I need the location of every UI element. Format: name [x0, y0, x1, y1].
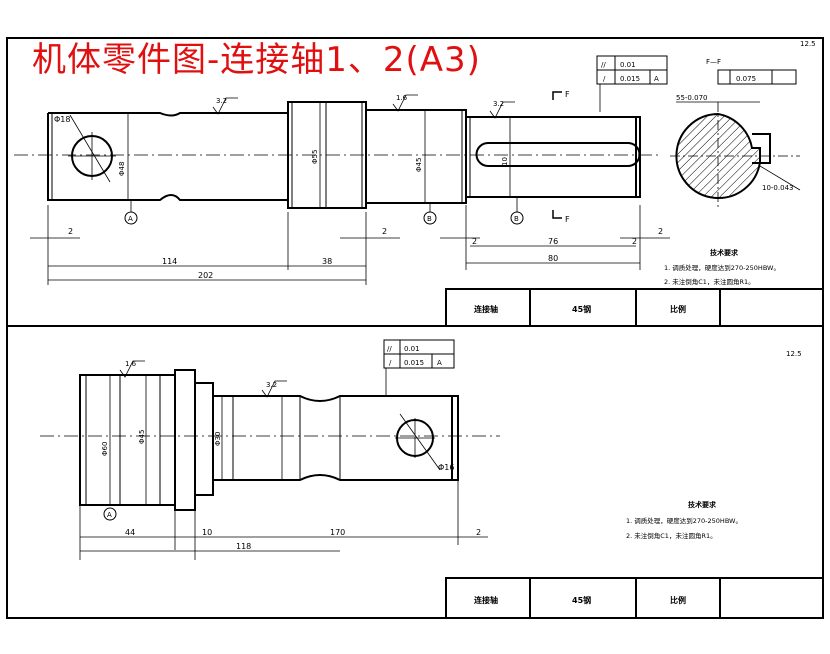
- sheet2-labels: 44 10 118 170 2 Φ16 Φ60 Φ45 Φ30 1.6 3.2 …: [101, 345, 802, 605]
- dim-left-gap: 2: [68, 227, 73, 236]
- tb1-name: 连接轴: [474, 304, 498, 314]
- shaft1-left-body: [47, 112, 288, 201]
- dim-keyslot: 10: [501, 157, 509, 166]
- dim-gap-mid: 2: [382, 227, 387, 236]
- gdt1-sym: //: [601, 61, 606, 69]
- tech-title-2: 技术要求: [688, 500, 717, 509]
- dim-dia2: Φ45: [415, 158, 423, 172]
- gdt2a-val: 0.01: [404, 345, 420, 353]
- shaft2-collar: [174, 369, 196, 511]
- dim-202: 202: [198, 271, 213, 280]
- shaft1-right: [466, 116, 641, 198]
- dim-hole: Φ18: [54, 115, 70, 124]
- rough-3: 3.2: [493, 100, 504, 108]
- sheet1-labels: 2 114 38 202 2 76 80 2 2 2 Φ18 Φ48 Φ55 Φ…: [54, 40, 816, 314]
- rough2-2: 3.2: [266, 381, 277, 389]
- datum-a: A: [128, 215, 133, 223]
- sheet2-border: [6, 325, 824, 619]
- gdt1-val: 0.01: [620, 61, 636, 69]
- tb2-material: 45钢: [572, 595, 591, 605]
- gdt2b-val: 0.015: [404, 359, 424, 367]
- section-mark-top: F: [565, 90, 570, 99]
- dim2-170: 170: [330, 528, 345, 537]
- shaft2-step: [194, 382, 214, 496]
- drawing-title: 机体零件图-连接轴1、2(A3): [32, 40, 481, 80]
- gdt2b-datum: A: [437, 359, 442, 367]
- dim-gap-r2: 2: [632, 237, 637, 246]
- gdt2a-sym: //: [387, 345, 392, 353]
- rough-1: 3.2: [216, 97, 227, 105]
- rough2-1: 1.6: [125, 360, 137, 368]
- dim2-118: 118: [236, 542, 251, 551]
- tech-note-1a: 1. 调质处理，硬度达到270-250HBW。: [664, 263, 780, 272]
- gdt2-sym: /: [603, 75, 606, 83]
- gdt2-val: 0.015: [620, 75, 640, 83]
- dim-80: 80: [548, 254, 558, 263]
- tb1-scale: 比例: [670, 304, 686, 314]
- section-top-dim: 55-0.070: [676, 94, 707, 102]
- gdt2-datum: A: [654, 75, 659, 83]
- tb2-scale: 比例: [670, 595, 686, 605]
- datum2-a: A: [107, 511, 112, 519]
- datum-b1: B: [427, 215, 432, 223]
- dim2-dia-mid: Φ45: [138, 430, 146, 444]
- dim2-10: 10: [202, 528, 212, 537]
- dim-dia1: Φ48: [118, 162, 126, 176]
- gdt2b-sym: /: [389, 359, 392, 367]
- dim2-hole: Φ16: [438, 463, 454, 472]
- rough2-3: 12.5: [786, 350, 802, 358]
- rough-4: 12.5: [800, 40, 816, 48]
- section-label: F—F: [706, 58, 721, 66]
- keyslot: [475, 142, 641, 167]
- dim2-44: 44: [125, 528, 135, 537]
- tech-note-2b: 2. 未注倒角C1，未注圆角R1。: [626, 531, 717, 540]
- tb1-material: 45钢: [572, 304, 591, 314]
- tech-title-1: 技术要求: [710, 248, 739, 257]
- dim-114: 114: [162, 257, 177, 266]
- titleblock-2: [445, 577, 824, 619]
- section-mark-bot: F: [565, 215, 570, 224]
- dim-gap-r1: 2: [472, 237, 477, 246]
- datum-b2: B: [514, 215, 519, 223]
- dim-76: 76: [548, 237, 558, 246]
- shaft1-mid: [366, 109, 467, 204]
- tech-note-2a: 1. 调质处理，硬度达到270-250HBW。: [626, 516, 742, 525]
- dim2-dia-big: Φ60: [101, 442, 109, 456]
- shaft1-collar: [287, 101, 367, 209]
- section-bot-dim: 10-0.043: [762, 184, 793, 192]
- section-tol: 0.075: [736, 75, 756, 83]
- dim-2a: 2: [658, 227, 663, 236]
- tb2-name: 连接轴: [474, 595, 498, 605]
- rough-2: 1.6: [396, 94, 408, 102]
- titleblock-1: [445, 288, 824, 327]
- shaft2-head: [79, 374, 176, 506]
- dim2-2: 2: [476, 528, 481, 537]
- dim2-dia-small: Φ30: [214, 432, 222, 446]
- section-view-ff: [670, 69, 801, 210]
- dim-38: 38: [322, 257, 332, 266]
- dim-dia3: Φ55: [311, 150, 319, 164]
- tech-note-1b: 2. 未注倒角C1，未注圆角R1。: [664, 277, 755, 286]
